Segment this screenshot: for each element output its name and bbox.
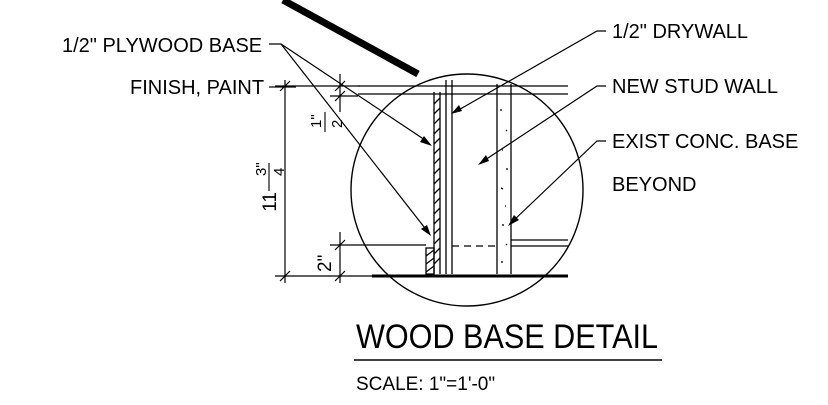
overall-dimension-numerator: 3" xyxy=(253,162,270,176)
scale-text: SCALE: 1"=1'-0" xyxy=(356,374,495,395)
top-dimension-denominator: 2 xyxy=(329,120,346,128)
top-dimension-numerator: 1" xyxy=(308,114,325,128)
exist-conc-base-label: EXIST CONC. BASE xyxy=(612,131,798,153)
leader-lines xyxy=(269,30,606,233)
overall-dimension-text: 11 3" 4 xyxy=(253,162,288,211)
stud-wall xyxy=(496,84,512,274)
overall-dimension-denominator: 4 xyxy=(271,168,288,176)
plywood-base-label: 1/2" PLYWOOD BASE xyxy=(62,35,262,57)
plywood-base-panel xyxy=(425,92,441,275)
detail-circle xyxy=(350,73,584,307)
top-dimension-text: 1" 2 xyxy=(308,112,346,132)
detail-title: WOOD BASE DETAIL xyxy=(356,318,658,356)
beyond-label: BEYOND xyxy=(612,174,696,196)
new-stud-wall-label: NEW STUD WALL xyxy=(612,76,778,98)
top-reference-lines xyxy=(358,85,568,95)
finish-paint-label: FINISH, PAINT xyxy=(130,77,264,99)
drywall-label: 1/2" DRYWALL xyxy=(612,21,748,43)
overall-dimension-whole: 11 xyxy=(260,192,281,212)
base-dimension-text: 2" xyxy=(315,255,336,272)
drywall-layer xyxy=(445,80,453,274)
heavy-leader-line xyxy=(281,0,420,78)
dimension-lines xyxy=(275,74,426,283)
leader-arrowheads xyxy=(420,105,519,236)
